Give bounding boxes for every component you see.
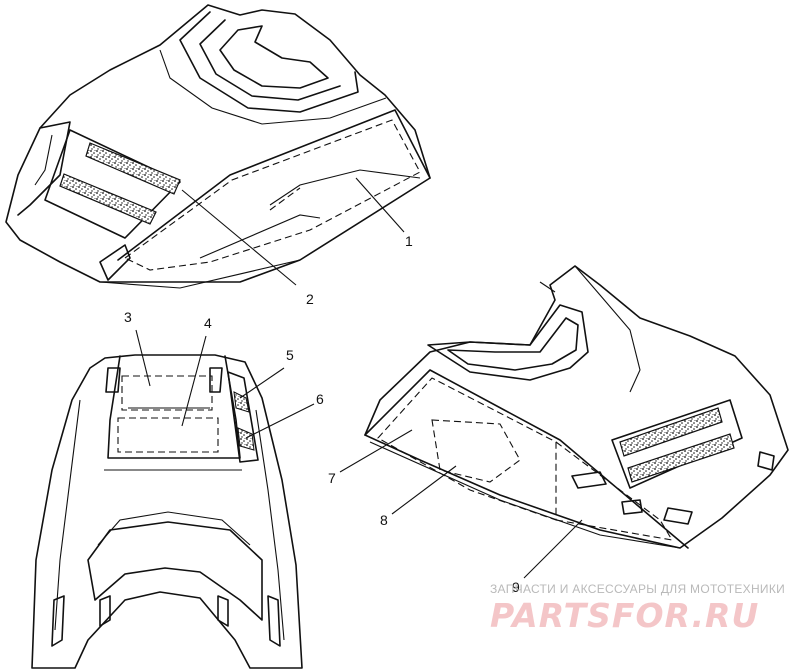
callout-3: 3 <box>124 309 132 325</box>
hood-view-right <box>339 265 789 579</box>
watermark-caption: ЗАПЧАСТИ И АКСЕССУАРЫ ДЛЯ МОТОТЕХНИКИ <box>490 582 785 596</box>
callout-1: 1 <box>405 233 413 249</box>
hood-view-top-left <box>5 4 431 289</box>
callout-4: 4 <box>204 315 212 331</box>
callout-9: 9 <box>512 579 520 595</box>
hood-view-bottom-left <box>31 329 315 669</box>
callout-6: 6 <box>316 391 324 407</box>
watermark-logo: PARTSFOR.RU <box>490 596 759 635</box>
callout-5: 5 <box>286 347 294 363</box>
callout-7: 7 <box>328 470 336 486</box>
callout-8: 8 <box>380 512 388 528</box>
callout-2: 2 <box>306 291 314 307</box>
